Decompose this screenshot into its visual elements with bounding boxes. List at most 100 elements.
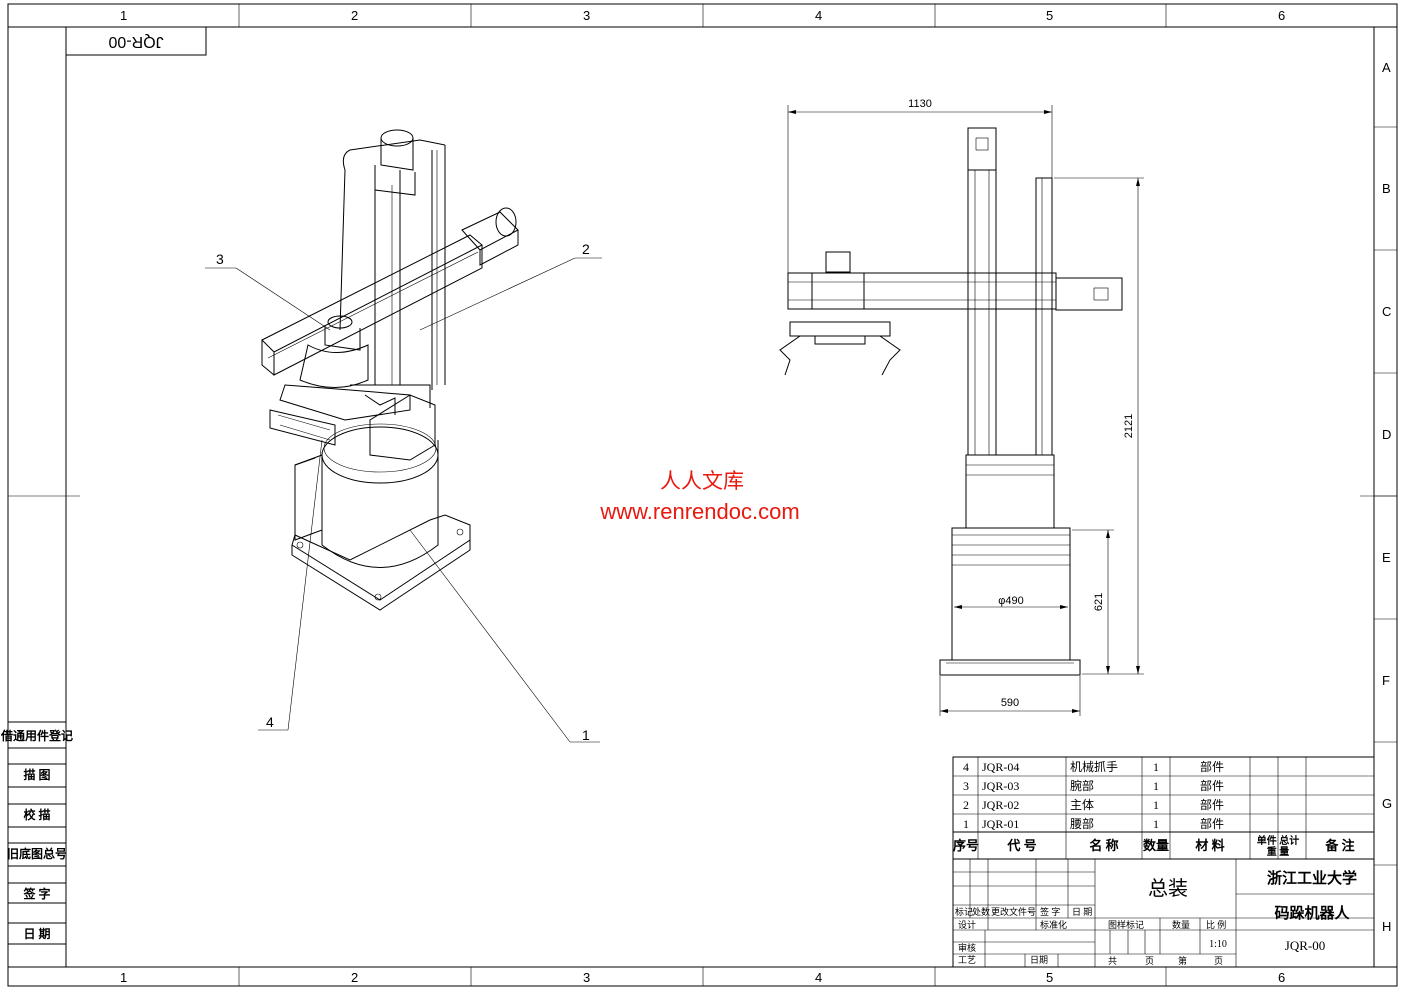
side-label-4: 签 字 — [22, 886, 50, 901]
zone-col-1-top: 1 — [120, 8, 127, 23]
stage-label-scale: 比 例 — [1206, 919, 1226, 930]
role-label-design: 设计 — [958, 919, 976, 930]
bom-row-2-name: 主体 — [1070, 798, 1094, 812]
zone-row-f: F — [1382, 673, 1390, 688]
bom-header-material: 材 料 — [1195, 838, 1224, 853]
balloon-1: 1 — [582, 727, 590, 743]
zone-labels-top: 1 2 3 4 5 6 — [120, 8, 1285, 23]
bom-row-1-no: 1 — [963, 817, 969, 831]
dim-diameter: φ490 — [998, 595, 1024, 607]
role-label-review: 审核 — [958, 942, 976, 953]
bom-row-3-qty: 1 — [1153, 779, 1159, 793]
role-label-process: 工艺 — [958, 955, 976, 965]
watermark: 人人文库 www.renrendoc.com — [550, 463, 850, 533]
watermark-cn: 人人文库 — [660, 469, 744, 493]
title-block-title: 总装 — [1148, 877, 1188, 900]
bom-row-3-material: 部件 — [1200, 778, 1224, 793]
dimensions: 1130 2121 621 φ490 590 — [787, 98, 1144, 716]
bom-row-3-no: 3 — [963, 779, 969, 793]
bom-row-3-code: JQR-03 — [982, 779, 1019, 793]
side-label-3: 旧底图总号 — [7, 846, 67, 861]
zone-row-a: A — [1382, 60, 1391, 75]
stage-label-mark: 图样标记 — [1108, 919, 1144, 930]
bom-header-name: 名 称 — [1089, 838, 1118, 853]
bom-row-2-code: JQR-02 — [982, 798, 1019, 812]
rev-label-mark: 标记 — [955, 906, 973, 917]
bom-row-3-name: 腕部 — [1070, 778, 1094, 793]
side-register: 借通用件登记 描 图 校 描 旧底图总号 签 字 日 期 — [0, 721, 73, 968]
zone-row-d: D — [1382, 427, 1391, 442]
bom-row-1-code: JQR-01 — [982, 817, 1019, 831]
bom-header-no: 序号 — [953, 838, 979, 853]
zone-col-2-top: 2 — [351, 8, 358, 23]
zone-col-5-bottom: 5 — [1046, 970, 1053, 985]
zone-row-e: E — [1382, 550, 1391, 565]
outer-border — [7, 3, 1398, 987]
balloon-leaders: 1 2 3 4 — [205, 241, 602, 743]
side-label-1: 描 图 — [23, 767, 50, 782]
zone-row-b: B — [1382, 181, 1391, 196]
zone-row-c: C — [1382, 304, 1391, 319]
watermark-url: www.renrendoc.com — [599, 499, 799, 524]
title-block-product: 码跺机器人 — [1274, 904, 1350, 922]
bom-row-2-material: 部件 — [1200, 797, 1224, 812]
rev-label-date: 日 期 — [1072, 907, 1092, 917]
bom-row-2-qty: 1 — [1153, 798, 1159, 812]
code-box — [65, 26, 207, 56]
title-block-code: JQR-00 — [1285, 938, 1325, 953]
zone-col-6-bottom: 6 — [1278, 970, 1285, 985]
bom-row-4-no: 4 — [963, 760, 969, 774]
zone-ticks — [8, 4, 1397, 986]
front-view — [779, 127, 1123, 676]
rev-label-sign: 签 字 — [1040, 906, 1060, 917]
std-label-date: 日期 — [1030, 955, 1048, 965]
bom-header-qty: 数量 — [1143, 838, 1169, 853]
zone-col-6-top: 6 — [1278, 8, 1285, 23]
zone-labels-right: A B C D E F G H — [1382, 60, 1392, 934]
zone-col-4-top: 4 — [815, 8, 822, 23]
sheet-label-page2: 页 — [1214, 956, 1223, 966]
zone-row-g: G — [1382, 796, 1392, 811]
bom-row-4-material: 部件 — [1200, 759, 1224, 774]
bom-header-code: 代 号 — [1006, 838, 1036, 853]
bom-row-2-no: 2 — [963, 798, 969, 812]
bom-row-1-qty: 1 — [1153, 817, 1159, 831]
bom-row-4-code: JQR-04 — [982, 760, 1019, 774]
std-label: 标准化 — [1040, 919, 1067, 930]
title-block-school: 浙江工业大学 — [1267, 869, 1357, 887]
zone-labels-bottom: 1 2 3 4 5 6 — [120, 970, 1285, 985]
dim-width-top: 1130 — [908, 98, 932, 110]
bom-row-4-name: 机械抓手 — [1070, 759, 1118, 774]
code-box-text: JQR-00 — [108, 33, 163, 50]
side-label-2: 校 描 — [23, 807, 50, 822]
bom-table: 4 JQR-04 机械抓手 1 部件 3 JQR-03 腕部 1 部件 2 JQ… — [952, 756, 1375, 860]
zone-col-5-top: 5 — [1046, 8, 1053, 23]
zone-col-3-top: 3 — [583, 8, 590, 23]
isometric-view — [261, 129, 519, 611]
sheet-label-total: 共 — [1108, 956, 1117, 966]
zone-col-3-bottom: 3 — [583, 970, 590, 985]
bom-row-4-qty: 1 — [1153, 760, 1159, 774]
balloon-2: 2 — [582, 241, 590, 257]
rev-label-doc: 更改文件号 — [991, 906, 1036, 917]
sheet-label-page1: 页 — [1145, 956, 1154, 966]
bom-header-weight: 单件 总计重 量 — [1257, 834, 1300, 858]
balloon-4: 4 — [266, 714, 274, 730]
rev-label-count: 处数 — [972, 906, 990, 917]
sheet-label-no: 第 — [1178, 955, 1187, 966]
dim-base-width: 590 — [1001, 697, 1019, 709]
zone-col-1-bottom: 1 — [120, 970, 127, 985]
title-block-scale: 1:10 — [1209, 939, 1227, 950]
stage-label-qty: 数量 — [1172, 919, 1190, 930]
title-block: 总装 浙江工业大学 码跺机器人 JQR-00 标记 处数 更改文件号 签 字 日… — [952, 858, 1375, 968]
bom-header-remark: 备 注 — [1324, 838, 1354, 853]
side-label-5: 日 期 — [23, 926, 50, 941]
bom-row-1-material: 部件 — [1200, 816, 1224, 831]
balloon-3: 3 — [216, 251, 224, 267]
zone-row-h: H — [1382, 919, 1391, 934]
side-label-0: 借通用件登记 — [0, 728, 73, 743]
dim-height-total: 2121 — [1123, 414, 1135, 438]
zone-col-4-bottom: 4 — [815, 970, 822, 985]
zone-col-2-bottom: 2 — [351, 970, 358, 985]
